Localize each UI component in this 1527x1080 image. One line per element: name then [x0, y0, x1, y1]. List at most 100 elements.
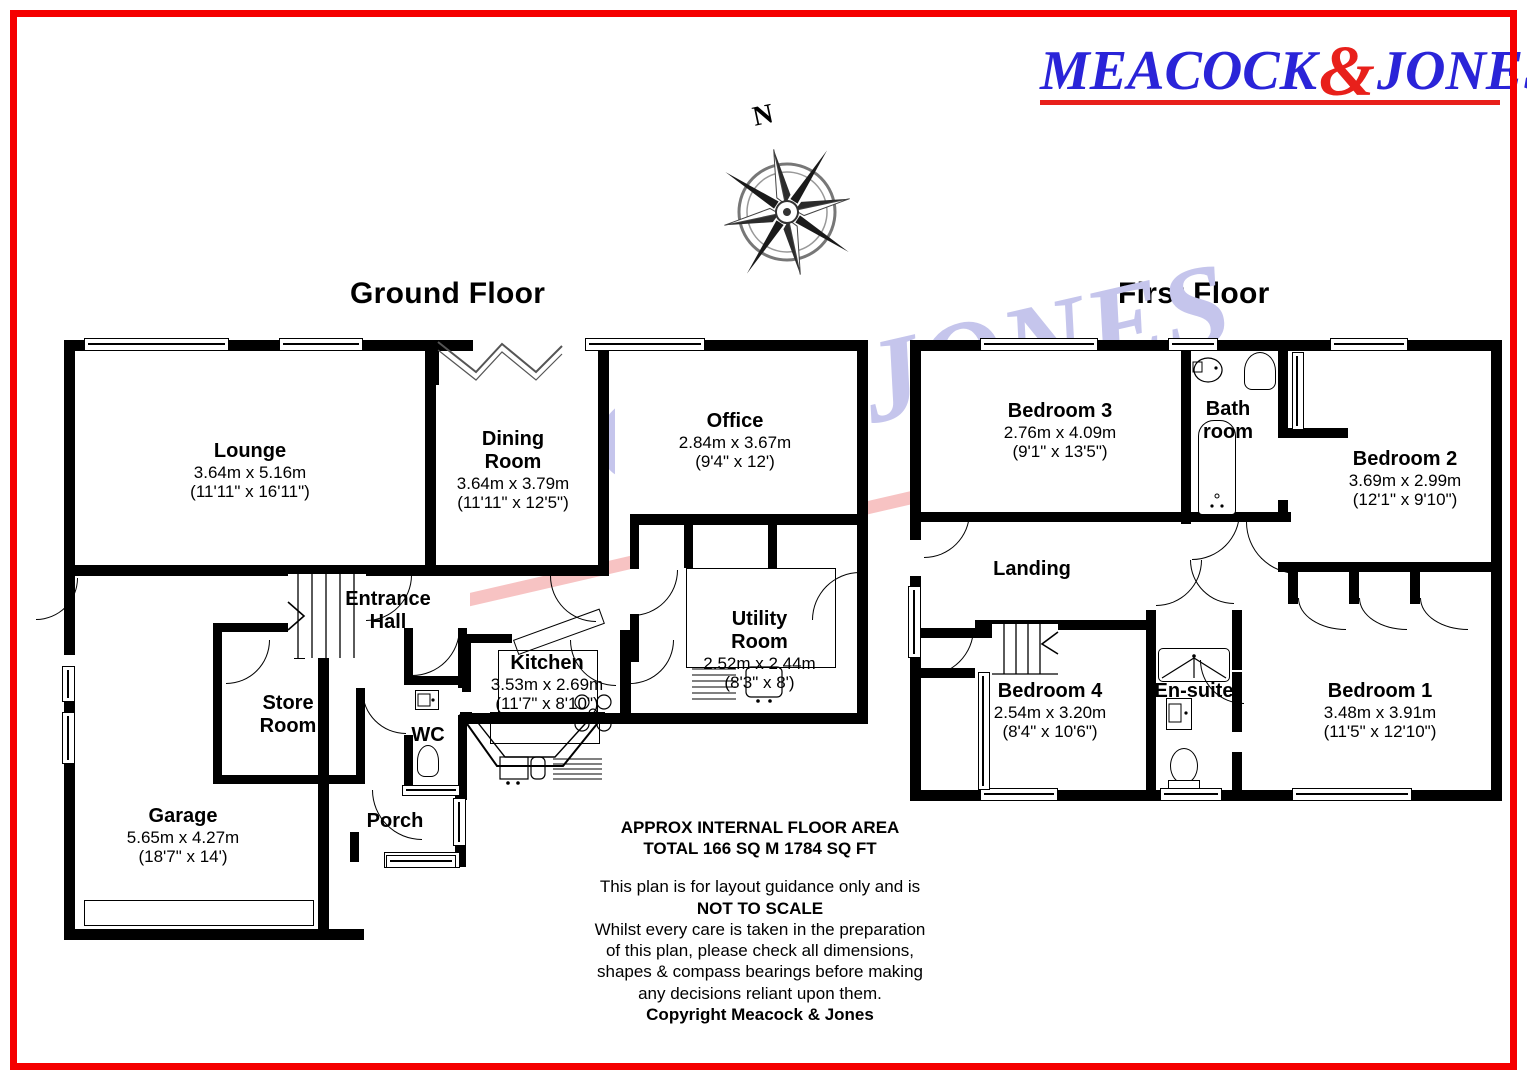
door-bath [1192, 512, 1240, 560]
window-bed2 [1330, 338, 1408, 351]
room-label-store: Store Room [218, 692, 358, 738]
wall-bed2-bottom [1288, 562, 1502, 572]
window-bed1 [1292, 788, 1412, 801]
wardrobe-door-2 [1359, 598, 1407, 630]
wc-basin-detail [417, 693, 435, 707]
garage-imperial: (18'7" x 14') [138, 847, 228, 867]
wall-ff-left-b [910, 576, 921, 801]
wall-bed3-bottom-b [1131, 512, 1191, 522]
wall-garage-bottom [64, 929, 364, 940]
bath-basin [1192, 357, 1223, 383]
utility-imperial: (8'3" x 8') [724, 672, 795, 692]
kitchen-metric: 3.53m x 2.69m [490, 674, 604, 694]
bath-toilet [1244, 352, 1276, 390]
wall-office-top [598, 340, 868, 351]
compass-icon [724, 149, 850, 275]
room-label-lounge: Lounge 3.64m x 5.16m (11'11" x 16'11") [110, 440, 390, 502]
ensuite-name: En-suite [1154, 680, 1234, 702]
room-label-office: Office 2.84m x 3.67m (9'4" x 12') [630, 410, 840, 472]
room-label-kitchen: Kitchen 3.53m x 2.69m (11'7" x 8'10") [452, 652, 642, 714]
logo-part1: MEACOCK [1040, 40, 1317, 102]
ensuite-shower-detail [1161, 654, 1227, 679]
wc-name: WC [411, 724, 445, 746]
window-bed4 [980, 788, 1058, 801]
wall-kitchen-top [462, 634, 512, 643]
kitchen-sink [499, 756, 602, 785]
logo-part2: JONES [1377, 40, 1527, 102]
wall-utility-bottom [630, 713, 868, 724]
room-label-dining: Dining Room 3.64m x 3.79m (11'11" x 12'5… [403, 428, 623, 512]
garage-name: Garage [148, 805, 218, 827]
window-bed4-side [978, 672, 990, 790]
wall-porch-right-b [455, 845, 466, 867]
wall-garage-left-b [64, 690, 75, 725]
window-porch-front [386, 855, 456, 868]
room-label-bedroom4: Bedroom 4 2.54m x 3.20m (8'4" x 10'6") [950, 680, 1150, 742]
area-line-2: TOTAL 166 SQ M 1784 SQ FT [643, 838, 877, 858]
office-name: Office [706, 410, 764, 432]
landing-name: Landing [993, 558, 1071, 580]
bedroom4-imperial: (8'4" x 10'6") [1002, 722, 1098, 742]
door-bed2 [1246, 522, 1298, 574]
porch-name: Porch [366, 810, 424, 832]
wall-dining-top [425, 340, 473, 351]
office-imperial: (9'4" x 12') [695, 452, 775, 472]
wardrobe-wall-2 [1349, 562, 1359, 604]
wall-utility-part-1 [684, 520, 693, 568]
wall-ensuite-left-upper [1146, 610, 1156, 670]
disclaimer-not-to-scale: NOT TO SCALE [696, 898, 824, 918]
wall-garage-left-c [64, 760, 75, 940]
room-label-garage: Garage 5.65m x 4.27m (18'7" x 14') [78, 805, 288, 867]
wall-porch-left [350, 832, 359, 862]
utility-appliances [692, 666, 783, 703]
logo-ampersand: & [1319, 31, 1376, 111]
window-bed2-side [1292, 352, 1304, 430]
door-ensuite-b [1190, 560, 1234, 604]
door-porch-entry [372, 790, 422, 840]
ground-floor-title: Ground Floor [350, 277, 546, 310]
bedroom1-metric: 3.48m x 3.91m [1323, 702, 1437, 722]
logo-underline [1040, 100, 1500, 105]
disclaimer-line-6: any decisions reliant upon them. [638, 983, 882, 1003]
ground-floor-plan: Lounge 3.64m x 5.16m (11'11" x 16'11") D… [36, 338, 868, 940]
utility-name: Utility Room [731, 608, 788, 653]
door-bed1 [1200, 660, 1244, 704]
room-label-bathroom: Bath room [1180, 398, 1276, 444]
kitchen-counter-lower [490, 712, 600, 744]
bedroom4-name: Bedroom 4 [997, 680, 1103, 702]
compass-rose: N [705, 98, 875, 280]
copyright-line: Copyright Meacock & Jones [646, 1004, 874, 1024]
window-office-1 [585, 338, 705, 351]
wall-lounge-top [64, 340, 425, 351]
wardrobe-door-3 [1420, 598, 1468, 630]
wardrobe-wall-3 [1410, 562, 1420, 604]
door-dining-kitchen [550, 576, 596, 622]
garage-metric: 5.65m x 4.27m [126, 827, 240, 847]
door-wc [362, 690, 406, 734]
wall-store-left [213, 623, 222, 783]
logo-text: MEACOCK&JONES [1040, 35, 1527, 107]
wall-office-right [857, 340, 868, 525]
window-garage-1 [62, 666, 75, 702]
wall-lounge-left [64, 340, 75, 575]
wall-store-bottom [213, 775, 365, 784]
wall-lounge-bottom [64, 565, 294, 576]
disclaimer-line-1: This plan is for layout guidance only an… [599, 877, 921, 897]
wall-wc-right-b [458, 715, 467, 800]
window-landing [908, 586, 921, 658]
window-lounge-2 [279, 338, 363, 351]
wall-bed4-right [1146, 620, 1156, 800]
ensuite-basin-detail [1168, 703, 1188, 723]
bedroom4-metric: 2.54m x 3.20m [993, 702, 1107, 722]
first-floor-plan: Bedroom 3 2.76m x 4.09m (9'1" x 13'5") B… [880, 0, 1520, 960]
room-label-bedroom1: Bedroom 1 3.48m x 3.91m (11'5" x 12'10") [1270, 680, 1490, 742]
window-ensuite [1160, 788, 1222, 801]
bedroom1-imperial: (11'5" x 12'10") [1323, 722, 1437, 742]
bathroom-name: Bath room [1203, 398, 1253, 443]
ensuite-toilet [1170, 748, 1198, 784]
wc-basin [415, 690, 439, 710]
dining-imperial: (11'11" x 12'5") [457, 492, 569, 512]
room-label-porch: Porch [340, 810, 450, 833]
bedroom1-name: Bedroom 1 [1327, 680, 1433, 702]
plan-notes: APPROX INTERNAL FLOOR AREA TOTAL 166 SQ … [540, 818, 980, 1025]
